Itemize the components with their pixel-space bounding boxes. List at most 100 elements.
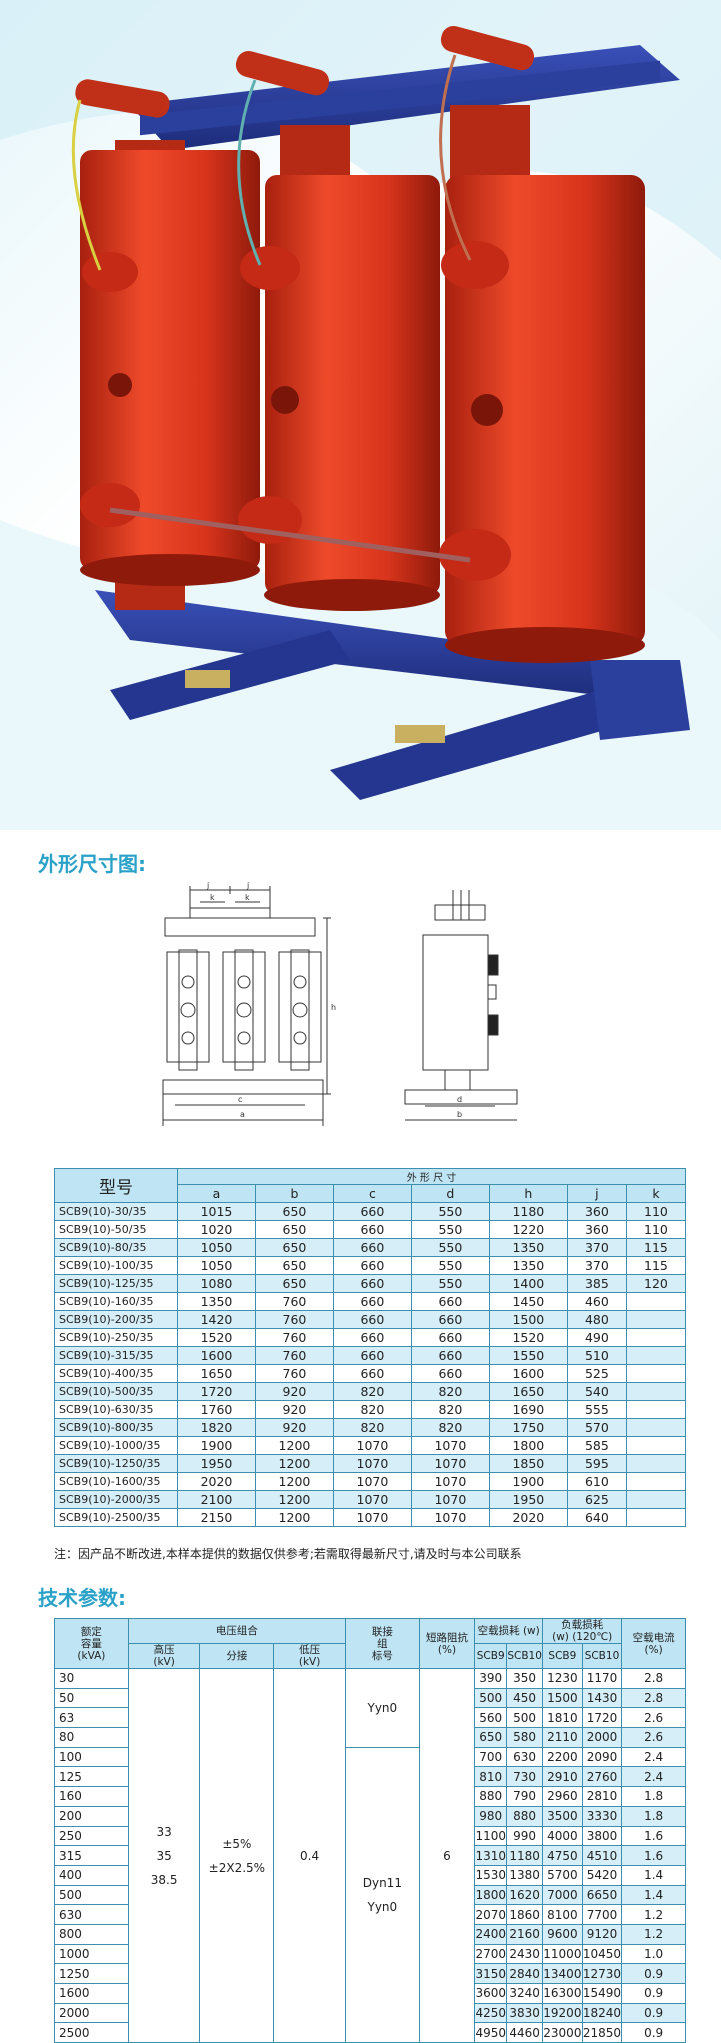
tech-cell-nl9: 3600 xyxy=(474,1983,508,2004)
tech-cell-i0: 1.8 xyxy=(621,1805,686,1827)
dimension-cell-d: 660 xyxy=(410,1310,490,1329)
model-cell: SCB9(10)-400/35 xyxy=(54,1364,178,1383)
dimension-cell-d: 820 xyxy=(410,1400,490,1419)
tech-cell-i0: 0.9 xyxy=(621,2022,686,2043)
impedance-header: 短路阻抗 (%) xyxy=(418,1618,476,1669)
dimension-cell-a: 2100 xyxy=(177,1490,256,1509)
capacity-cell: 160 xyxy=(54,1786,129,1807)
dimension-cell-a: 1050 xyxy=(177,1256,256,1275)
no-load-current-header: 空载电流 (%) xyxy=(621,1618,686,1669)
dimension-cell-j: 595 xyxy=(566,1454,627,1473)
model-cell: SCB9(10)-1250/35 xyxy=(54,1454,178,1473)
dimension-cell-c: 660 xyxy=(332,1256,412,1275)
dimension-cell-d: 660 xyxy=(410,1346,490,1365)
dimension-cell-a: 1420 xyxy=(177,1310,256,1329)
tech-cell-nl9: 2700 xyxy=(474,1943,508,1965)
tech-cell-nl9: 980 xyxy=(474,1805,508,1827)
dimension-cell-b: 760 xyxy=(254,1292,334,1311)
tap-values: ±5% ±2X2.5% xyxy=(199,1667,275,2043)
dimension-cell-b: 1200 xyxy=(254,1436,334,1455)
model-cell: SCB9(10)-100/35 xyxy=(54,1256,178,1275)
tech-parameters-table: 额定 容量 (kVA) 电压组合 联接 组 标号 短路阻抗 (%) 空载损耗 (… xyxy=(54,1618,686,2043)
dimension-cell-j: 360 xyxy=(566,1202,627,1221)
tech-cell-ll9: 4000 xyxy=(542,1825,583,1847)
tech-cell-nl10: 2160 xyxy=(506,1923,544,1945)
capacity-cell: 100 xyxy=(54,1746,129,1768)
capacity-cell: 200 xyxy=(54,1805,129,1827)
dimension-cell-h: 2020 xyxy=(488,1508,568,1527)
dimension-cell-d: 1070 xyxy=(410,1508,490,1527)
tech-cell-ll9: 2910 xyxy=(542,1766,583,1788)
tech-cell-nl10: 500 xyxy=(506,1707,544,1729)
dimension-cell-k xyxy=(625,1310,687,1329)
tech-cell-i0: 1.4 xyxy=(621,1884,686,1906)
front-view-drawing: j j k k h c a xyxy=(162,881,336,1126)
dimension-cell-c: 1070 xyxy=(332,1454,412,1473)
tech-cell-nl9: 560 xyxy=(474,1707,508,1729)
dim-label-j2: j xyxy=(246,881,249,890)
tech-cell-ll9: 9600 xyxy=(542,1923,583,1945)
scb9-load-header: SCB9 xyxy=(542,1643,583,1669)
dimension-cell-d: 550 xyxy=(410,1220,490,1239)
dimension-cell-j: 460 xyxy=(566,1292,627,1311)
dimension-cell-h: 1800 xyxy=(488,1436,568,1455)
tech-cell-nl10: 790 xyxy=(506,1786,544,1807)
tap-header: 分接 xyxy=(199,1643,275,1669)
tech-cell-ll10: 21850 xyxy=(581,2022,623,2043)
tech-cell-ll10: 18240 xyxy=(581,2002,623,2024)
dimension-cell-h: 1400 xyxy=(488,1274,568,1293)
dimension-cell-a: 1015 xyxy=(177,1202,256,1221)
dimension-cell-d: 820 xyxy=(410,1418,490,1437)
dimension-cell-j: 585 xyxy=(566,1436,627,1455)
dimension-cell-d: 550 xyxy=(410,1238,490,1257)
tech-cell-i0: 2.8 xyxy=(621,1687,686,1709)
dimension-cell-j: 640 xyxy=(566,1508,627,1527)
tech-cell-ll9: 4750 xyxy=(542,1845,583,1866)
dimension-cell-h: 1180 xyxy=(488,1202,568,1221)
dimension-cell-c: 1070 xyxy=(332,1472,412,1491)
dimension-cell-b: 650 xyxy=(254,1220,334,1239)
dimension-cell-c: 820 xyxy=(332,1382,412,1401)
dimension-cell-c: 660 xyxy=(332,1202,412,1221)
dimension-cell-b: 1200 xyxy=(254,1508,334,1527)
dimension-cell-k xyxy=(625,1364,687,1383)
tech-cell-nl9: 4950 xyxy=(474,2022,508,2043)
tech-cell-ll10: 3330 xyxy=(581,1805,623,1827)
dimension-cell-h: 1220 xyxy=(488,1220,568,1239)
tech-cell-ll9: 13400 xyxy=(542,1963,583,1984)
dimension-cell-c: 660 xyxy=(332,1238,412,1257)
model-cell: SCB9(10)-30/35 xyxy=(54,1202,178,1221)
model-cell: SCB9(10)-315/35 xyxy=(54,1346,178,1365)
model-cell: SCB9(10)-125/35 xyxy=(54,1274,178,1293)
side-view-drawing: d b xyxy=(404,890,518,1121)
capacity-cell: 315 xyxy=(54,1845,129,1866)
connection-header: 联接 组 标号 xyxy=(344,1618,420,1669)
model-cell: SCB9(10)-2500/35 xyxy=(54,1508,178,1527)
dim-label-j: j xyxy=(206,881,209,890)
voltage-group-header: 电压组合 xyxy=(127,1618,346,1644)
tech-cell-ll9: 1500 xyxy=(542,1687,583,1709)
capacity-cell: 80 xyxy=(54,1727,129,1748)
tech-cell-nl10: 1180 xyxy=(506,1845,544,1866)
model-header: 型号 xyxy=(54,1168,178,1203)
capacity-cell: 400 xyxy=(54,1864,129,1886)
dimension-cell-d: 1070 xyxy=(410,1436,490,1455)
dimension-cell-a: 2150 xyxy=(177,1508,256,1527)
dim-label-b: b xyxy=(457,1110,462,1119)
dimension-cell-h: 1900 xyxy=(488,1472,568,1491)
scb9-noload-header: SCB9 xyxy=(474,1643,508,1669)
dimension-cell-a: 2020 xyxy=(177,1472,256,1491)
product-photo xyxy=(0,0,721,830)
model-cell: SCB9(10)-630/35 xyxy=(54,1400,178,1419)
dim-label-h: h xyxy=(331,1003,336,1012)
dimension-cell-k xyxy=(625,1400,687,1419)
model-cell: SCB9(10)-1000/35 xyxy=(54,1436,178,1455)
